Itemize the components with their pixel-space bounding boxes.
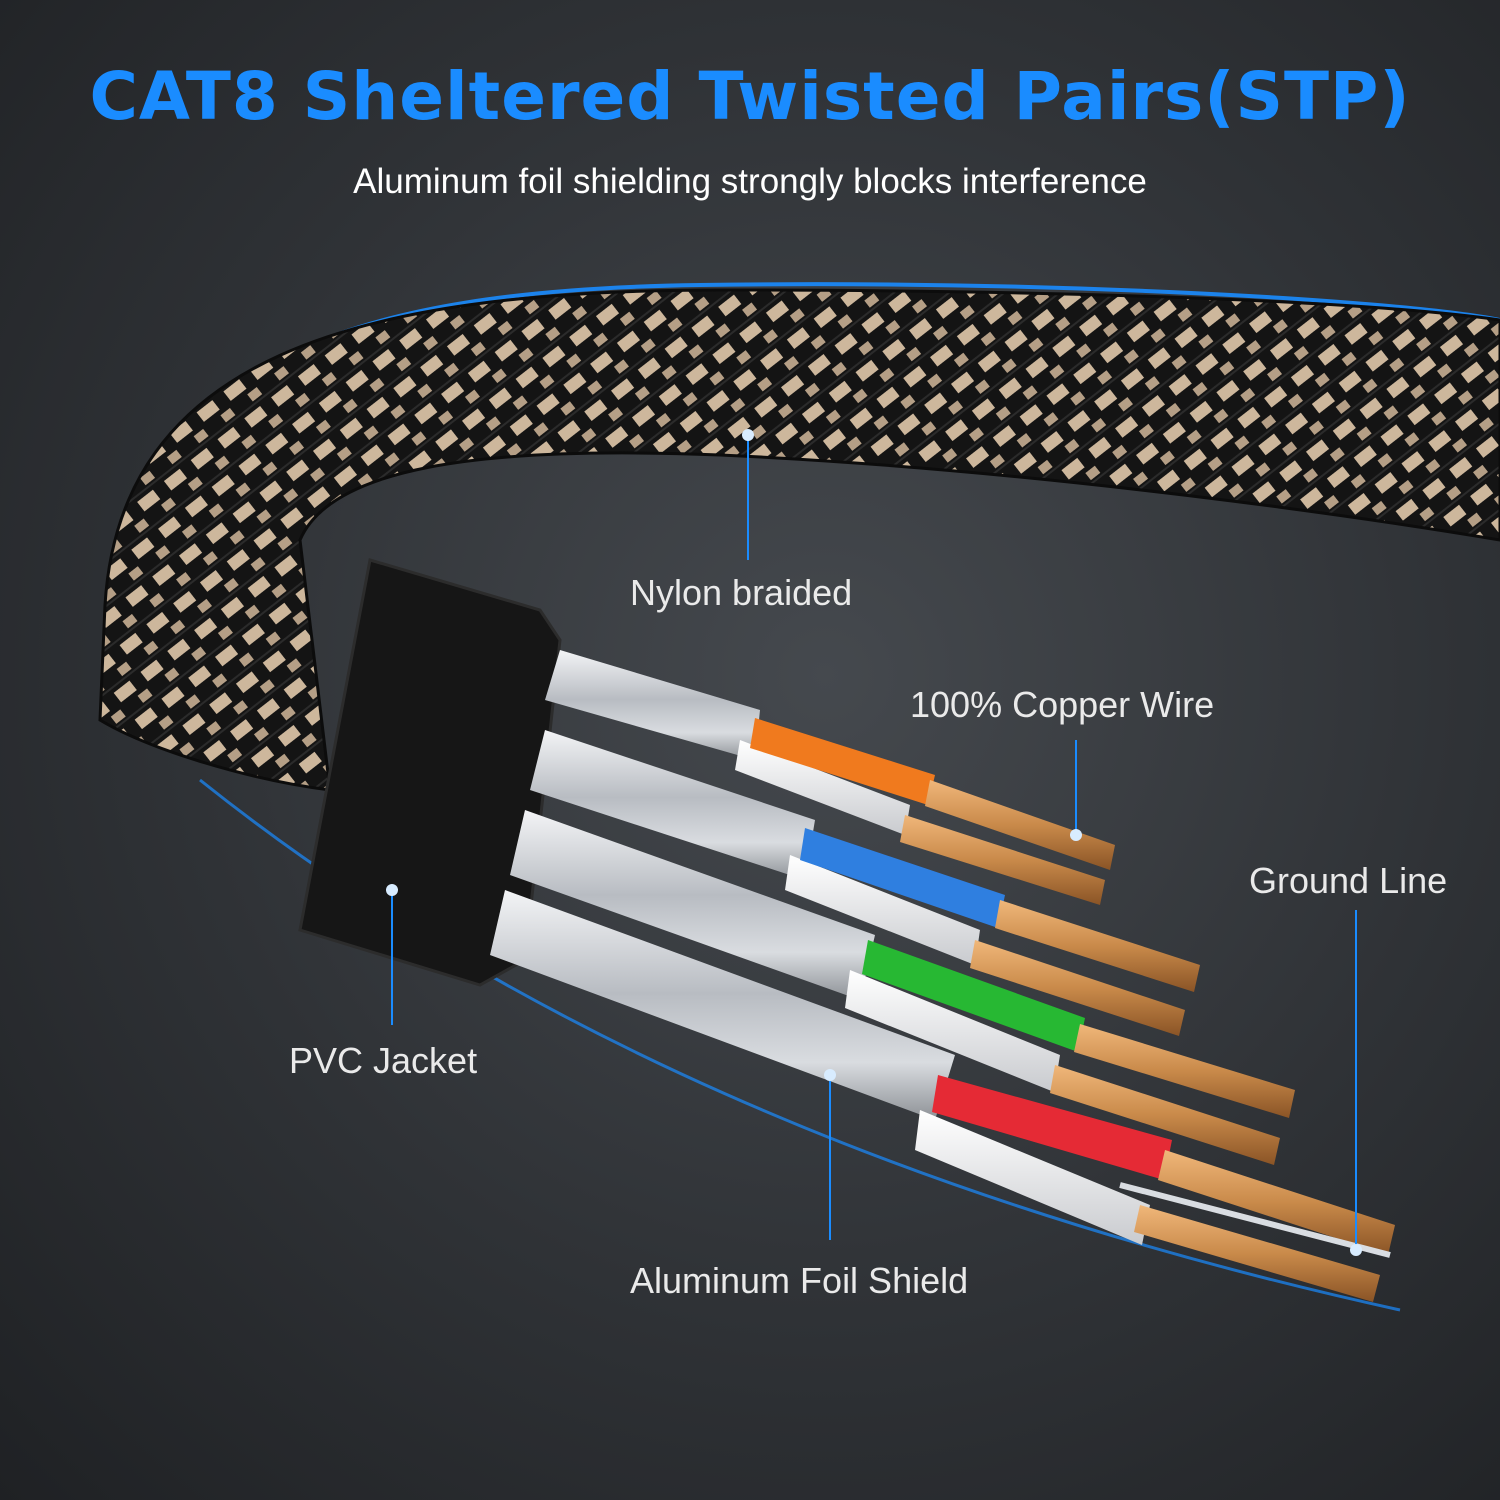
label-pvc-jacket: PVC Jacket bbox=[289, 1040, 478, 1081]
pair-orange bbox=[735, 718, 1115, 905]
page-subtitle: Aluminum foil shielding strongly blocks … bbox=[353, 162, 1147, 201]
pair-red bbox=[915, 1075, 1395, 1302]
label-ground-line: Ground Line bbox=[1249, 860, 1448, 901]
pair-green bbox=[845, 940, 1295, 1165]
foil-shield-strips bbox=[490, 650, 955, 1120]
ground-line-wire bbox=[1119, 1182, 1391, 1258]
label-aluminum-foil-shield: Aluminum Foil Shield bbox=[630, 1260, 969, 1301]
callout-leaders bbox=[386, 429, 1362, 1256]
page-title: CAT8 Sheltered Twisted Pairs(STP) bbox=[89, 58, 1411, 135]
pair-blue bbox=[785, 828, 1200, 1036]
label-copper-wire: 100% Copper Wire bbox=[910, 684, 1215, 725]
braided-cable-body bbox=[98, 288, 1500, 792]
label-nylon-braided: Nylon braided bbox=[630, 572, 853, 613]
